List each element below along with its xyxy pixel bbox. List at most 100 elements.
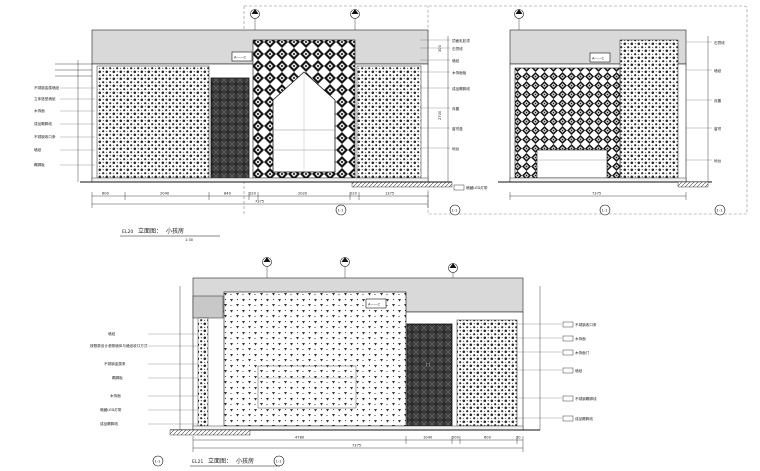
view-no-2: EL21 xyxy=(192,459,203,465)
dimension-string-3: 7375 xyxy=(509,192,687,200)
feature-wall-2 xyxy=(223,291,407,427)
height-dim-1: 2700 xyxy=(438,110,442,120)
right-note-8: 地台 xyxy=(452,146,460,151)
dim-4: 220 xyxy=(249,192,257,196)
wallpaper-panel-left xyxy=(96,65,210,179)
height-dim-2: 300 xyxy=(438,44,442,52)
right-notes-3: 石膏线 墙纸 床靠 窗帘 地台 xyxy=(686,36,725,182)
left-note-3: 木饰面 xyxy=(34,108,45,113)
bottom-callout: 暗藏LED灯带 xyxy=(466,185,488,190)
ground-hatch xyxy=(351,181,453,188)
r2-note-2: 木饰面 xyxy=(575,336,586,341)
r3-note-3: 床靠 xyxy=(714,98,722,103)
section-tag-box xyxy=(231,51,253,62)
dim-7: 1375 xyxy=(385,192,394,196)
right-note-4: 木饰面板 xyxy=(452,70,467,75)
title-cn: 立面图： xyxy=(138,227,162,235)
svg-text:1-1: 1-1 xyxy=(602,209,608,213)
l2-note-7: 成品踢脚线 xyxy=(100,421,118,426)
dim2-total: 7375 xyxy=(352,444,361,448)
dim-total: 7375 xyxy=(255,200,264,204)
left-note-6: 墙纸 xyxy=(34,147,42,152)
r2-note-4: 墙纸 xyxy=(575,368,583,373)
r2-note-3: 木饰面门 xyxy=(575,350,590,355)
r3-note-5: 地台 xyxy=(714,158,722,163)
left-note-5: 不锈钢收口条 xyxy=(34,134,56,139)
section-tag: A——C xyxy=(234,56,247,60)
r2-note-1: 不锈钢收口条 xyxy=(575,322,597,327)
left-note-2: 立体造型墙纸 xyxy=(34,96,56,101)
right-note-5: 成品踢脚线 xyxy=(452,86,470,91)
bottom-marker-3: 1-1 xyxy=(599,204,611,216)
left-notes: 不锈钢金属墙纸 立体造型墙纸 木饰面 成品踢脚线 不锈钢收口条 墙纸 踢脚板 xyxy=(34,85,95,167)
left-note-4: 成品踢脚线 xyxy=(34,121,52,126)
right-notes: 顶面乳胶漆 石膏线 墙纸 木饰面板 成品踢脚线 床靠 窗帘盒 地台 xyxy=(420,36,470,182)
dim-5: 2020 xyxy=(298,192,308,196)
left-note-7: 踢脚板 xyxy=(34,162,45,167)
r3-note-4: 窗帘 xyxy=(714,126,722,131)
l2-note-6: 暗藏LED灯带 xyxy=(100,407,122,412)
dim-3: 840 xyxy=(224,192,232,196)
wallpaper-column-3 xyxy=(619,39,679,179)
dim3-total: 7375 xyxy=(592,192,601,196)
bottom-marker-1: 1-1 xyxy=(335,204,347,216)
top-marker-3 xyxy=(514,9,524,30)
view-no: EL20 xyxy=(122,229,133,235)
top-marker-1 xyxy=(250,9,260,30)
l2-note-4: 踢脚板 xyxy=(112,375,123,380)
section-tag-3: A——C xyxy=(592,57,605,61)
title-cn-2: 立面图： xyxy=(208,457,232,465)
dim2-4: 600 xyxy=(484,436,492,440)
bottom-marker-2: 1-1 xyxy=(449,204,461,216)
dim2-5: 20 xyxy=(516,436,521,440)
dim-6: 220 xyxy=(350,192,358,196)
dashed-frame xyxy=(244,5,748,215)
svg-text:1-1: 1-1 xyxy=(338,209,344,213)
top-marker-2 xyxy=(350,9,360,30)
dim2-2: 1040 xyxy=(423,436,433,440)
dim2-3: 200 xyxy=(452,436,460,440)
l2-note-5: 木饰面 xyxy=(110,393,121,398)
wallpaper-panel-right-2 xyxy=(456,319,518,427)
l2-note-3: 不锈钢金属条 xyxy=(104,361,126,366)
right-note-2: 石膏线 xyxy=(452,46,463,51)
elevation-2: 门 A——C 墙纸 按照原设计参照墙体与墙纸收口方式 xyxy=(90,257,597,467)
dim-1: 600 xyxy=(102,192,110,196)
bottom-marker-6: 1-1 xyxy=(273,455,285,467)
title-block-1: EL20 立面图： 小孩房 1:30 xyxy=(120,227,220,242)
desk-outline xyxy=(257,365,357,409)
door-2 xyxy=(406,323,453,427)
svg-text:1-1: 1-1 xyxy=(155,460,161,464)
left-note-1: 不锈钢金属墙纸 xyxy=(34,85,60,90)
elevation-3: A——C 石膏线 墙纸 床靠 窗帘 地台 7375 1-1 1-1 xyxy=(498,9,726,216)
dim-2: 2040 xyxy=(160,192,170,196)
left-notes-2: 墙纸 按照原设计参照墙体与墙纸收口方式 不锈钢金属条 踢脚板 木饰面 暗藏LED… xyxy=(90,286,198,430)
r3-note-1: 石膏线 xyxy=(714,40,725,45)
door-label: 门 xyxy=(426,362,430,367)
bottom-marker-5: 1-1 xyxy=(152,455,164,467)
right-note-7: 窗帘盒 xyxy=(452,126,463,131)
top-marker-7 xyxy=(448,263,458,278)
l2-note-1: 墙纸 xyxy=(108,331,116,336)
title-room: 小孩房 xyxy=(166,227,184,235)
dimension-string: 600 2040 840 220 2020 220 1375 7375 xyxy=(91,192,429,208)
top-marker-6 xyxy=(340,257,350,278)
bottom-marker-4: 1-1 xyxy=(714,204,726,216)
right-note-3: 墙纸 xyxy=(452,58,460,63)
r2-note-6: 成品踢脚线 xyxy=(575,416,593,421)
elevation-1: A——C 不锈钢金属墙纸 立体造型墙纸 木饰面 成品踢脚线 不锈钢收口条 墙纸 xyxy=(34,5,748,242)
dim2-1: 4780 xyxy=(295,436,305,440)
wallpaper-panel-right xyxy=(356,65,422,179)
wallpaper-strip-2 xyxy=(197,317,209,427)
right-note-6: 床靠 xyxy=(452,106,460,111)
right-note-1: 顶面乳胶漆 xyxy=(452,38,470,43)
r2-note-5: 不锈钢踢脚线 xyxy=(575,396,597,401)
door xyxy=(210,77,250,181)
scale: 1:30 xyxy=(185,238,194,242)
baseboard xyxy=(91,177,429,183)
svg-text:1-1: 1-1 xyxy=(717,209,723,213)
right-notes-2: 不锈钢收口条 木饰面 木饰面门 墙纸 不锈钢踢脚线 成品踢脚线 xyxy=(517,286,597,430)
l2-note-2: 按照原设计参照墙体与墙纸收口方式 xyxy=(90,343,148,348)
section-tag-2: A——C xyxy=(368,303,381,307)
